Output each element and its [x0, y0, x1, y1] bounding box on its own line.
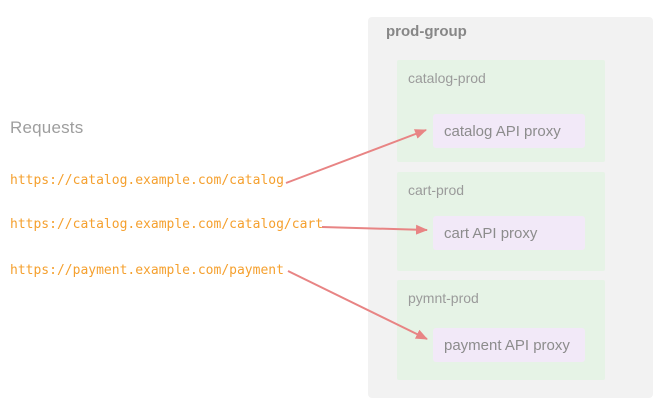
environment-label: catalog-prod [408, 70, 486, 86]
environment-label: cart-prod [408, 182, 465, 198]
request-url-payment: https://payment.example.com/payment [10, 263, 284, 278]
prod-group-title: prod-group [386, 23, 467, 40]
requests-heading: Requests [10, 118, 84, 137]
environment-pymnt-prod: pymnt-prod payment API proxy [397, 280, 605, 380]
environment-label: pymnt-prod [408, 290, 479, 306]
environment-cart-prod: cart-prod cart API proxy [397, 172, 605, 271]
proxy-box-catalog: catalog API proxy [433, 114, 585, 148]
proxy-box-cart: cart API proxy [433, 216, 585, 250]
prod-group-container: prod-group catalog-prod catalog API prox… [368, 17, 653, 398]
environment-catalog-prod: catalog-prod catalog API proxy [397, 60, 605, 162]
request-url-catalog-cart: https://catalog.example.com/catalog/cart [10, 217, 324, 232]
proxy-box-payment: payment API proxy [433, 328, 585, 362]
request-url-catalog: https://catalog.example.com/catalog [10, 173, 284, 188]
